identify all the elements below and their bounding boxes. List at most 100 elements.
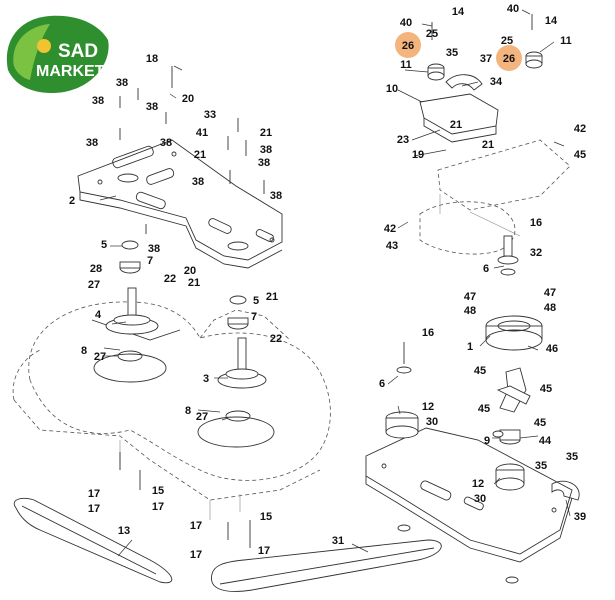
part-number-label: 19 — [412, 149, 424, 161]
right-top-bracket — [419, 74, 499, 143]
part-number-label: 43 — [386, 240, 398, 252]
part-number-label: 8 — [185, 405, 191, 417]
part-number-label: 28 — [90, 263, 102, 275]
part-number-label: 31 — [332, 535, 344, 547]
part-number-label: 2 — [69, 195, 75, 207]
part-number-label: 38 — [270, 190, 282, 202]
part-number-label: 40 — [507, 3, 519, 15]
part-number-label: 5 — [101, 239, 107, 251]
right-pulleys-top — [427, 14, 543, 81]
part-number-label: 38 — [192, 176, 204, 188]
belt-31 — [211, 539, 442, 592]
part-number-label: 37 — [480, 53, 492, 65]
part-labels: 4014252635114014252611373410212319214245… — [69, 3, 586, 561]
part-number-label: 45 — [574, 149, 586, 161]
part-number-label: 38 — [146, 101, 158, 113]
part-number-label: 44 — [539, 435, 552, 447]
part-number-label: 45 — [540, 383, 552, 395]
logo-line1: SAD — [58, 41, 98, 62]
part-number-label: 20 — [182, 93, 194, 105]
sad-market-logo: SAD MARKET — [6, 15, 109, 94]
logo-leaf-highlight — [13, 24, 51, 80]
right-upper-plate — [419, 139, 571, 255]
part-number-label: 40 — [400, 17, 412, 29]
part-number-label: 9 — [484, 435, 490, 447]
part-number-label: 25 — [426, 28, 438, 40]
part-number-label: 21 — [450, 119, 462, 131]
left-spindle-1 — [93, 287, 167, 383]
right-fan-blades — [492, 367, 531, 445]
part-number-label: 17 — [88, 488, 100, 500]
part-number-label: 16 — [530, 217, 542, 229]
part-number-label: 20 — [184, 265, 196, 277]
part-number-label: 11 — [560, 35, 572, 47]
part-number-label: 17 — [190, 549, 202, 561]
leader-lines — [99, 9, 571, 557]
part-number-label: 7 — [251, 311, 257, 323]
part-number-label: 38 — [160, 137, 172, 149]
part-number-label: 33 — [204, 109, 216, 121]
part-number-label: 23 — [397, 134, 409, 146]
part-number-label: 14 — [452, 6, 465, 18]
part-number-label: 45 — [474, 365, 486, 377]
part-number-label: 1 — [467, 341, 473, 353]
left-bearings — [119, 240, 249, 330]
part-number-label: 12 — [472, 478, 484, 490]
part-number-label: 41 — [196, 127, 208, 139]
part-number-label: 14 — [545, 15, 558, 27]
part-number-label: 38 — [148, 243, 160, 255]
left-top-plate — [77, 139, 283, 269]
part-number-label: 35 — [446, 47, 458, 59]
part-number-label: 26 — [503, 53, 515, 65]
logo-sun-icon — [37, 39, 51, 53]
part-number-label: 15 — [260, 511, 272, 523]
part-number-label: 17 — [88, 503, 100, 515]
part-number-label: 45 — [478, 403, 490, 415]
part-number-label: 42 — [574, 123, 586, 135]
part-number-label: 3 — [203, 373, 209, 385]
left-deck-housing — [12, 301, 331, 520]
right-lower-pulleys — [385, 411, 580, 584]
left-bolts — [119, 66, 265, 548]
part-number-label: 21 — [188, 277, 200, 289]
part-number-label: 10 — [386, 83, 398, 95]
part-number-label: 22 — [270, 333, 282, 345]
part-number-label: 47 — [464, 291, 476, 303]
part-number-label: 42 — [384, 223, 396, 235]
part-number-label: 26 — [402, 40, 414, 52]
part-number-label: 48 — [464, 305, 476, 317]
part-number-label: 38 — [258, 157, 270, 169]
part-number-label: 30 — [474, 493, 486, 505]
part-number-label: 27 — [88, 279, 100, 291]
part-number-label: 17 — [258, 545, 270, 557]
part-number-label: 8 — [81, 345, 87, 357]
part-number-label: 48 — [544, 302, 556, 314]
part-number-label: 22 — [164, 273, 176, 285]
part-number-label: 18 — [146, 53, 158, 65]
part-number-label: 47 — [544, 287, 556, 299]
belt-13 — [13, 497, 173, 584]
part-number-label: 6 — [483, 263, 489, 275]
part-number-label: 39 — [574, 511, 586, 523]
part-number-label: 15 — [152, 485, 164, 497]
part-26-highlight — [395, 32, 421, 58]
part-number-label: 32 — [530, 247, 542, 259]
logo-line2: MARKET — [36, 63, 105, 80]
part-number-label: 38 — [260, 144, 272, 156]
part-number-label: 35 — [566, 451, 578, 463]
left-spindle-2 — [197, 337, 275, 448]
part-number-label: 21 — [194, 149, 206, 161]
part-26-highlight — [496, 45, 522, 71]
part-number-label: 35 — [535, 460, 547, 472]
part-number-label: 5 — [253, 295, 259, 307]
part-number-label: 38 — [86, 137, 98, 149]
part-number-label: 27 — [94, 351, 106, 363]
part-number-label: 38 — [116, 77, 128, 89]
part-number-label: 17 — [190, 520, 202, 532]
part-number-label: 38 — [92, 95, 104, 107]
part-number-label: 34 — [490, 76, 503, 88]
part-number-label: 4 — [95, 309, 102, 321]
part-number-label: 17 — [152, 501, 164, 513]
part-number-label: 7 — [147, 255, 153, 267]
